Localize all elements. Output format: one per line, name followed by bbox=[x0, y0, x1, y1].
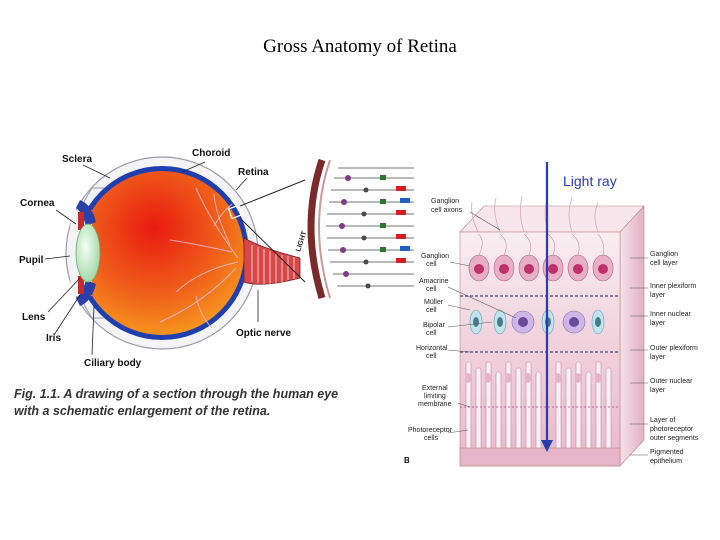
label-ciliary-body: Ciliary body bbox=[84, 358, 142, 369]
label-ganglion-axons-1: Ganglion bbox=[431, 198, 459, 205]
label-photo-outer-2: photoreceptor bbox=[650, 426, 694, 433]
label-lens: Lens bbox=[22, 312, 46, 323]
label-pigmented-2: epithelium bbox=[650, 458, 682, 465]
label-retina: Retina bbox=[238, 167, 269, 178]
ciliary-body-lower bbox=[76, 280, 96, 306]
label-bipolar-1: Bipolar bbox=[423, 322, 445, 329]
retina-section-diagram: Light ray Ganglion cell axons Ganglion c… bbox=[404, 162, 699, 467]
label-ganglion-layer-2: cell layer bbox=[650, 260, 678, 267]
label-muller-2: cell bbox=[426, 307, 437, 314]
label-cornea: Cornea bbox=[20, 198, 55, 209]
label-inner-nuc-1: Inner nuclear bbox=[650, 311, 692, 318]
block-top-face bbox=[459, 205, 645, 233]
label-optic-nerve: Optic nerve bbox=[236, 328, 291, 339]
label-external-1: External bbox=[422, 385, 448, 392]
label-horizontal-1: Horizontal bbox=[416, 345, 448, 352]
retina-inset-enlargement: LIGHT bbox=[295, 158, 414, 300]
label-photo-outer-1: Layer of bbox=[650, 417, 675, 424]
label-outer-plex-1: Outer plexiform bbox=[650, 345, 698, 352]
label-ganglion-cell-1: Ganglion bbox=[421, 253, 449, 260]
label-ganglion-cell-2: cell bbox=[426, 261, 437, 268]
label-photoreceptor-1: Photoreceptor bbox=[408, 427, 453, 434]
label-outer-nuc-1: Outer nuclear bbox=[650, 378, 693, 385]
label-external-3: membrane bbox=[418, 401, 452, 408]
label-pigmented-1: Pigmented bbox=[650, 449, 684, 456]
label-ganglion-axons-2: cell axons bbox=[431, 207, 463, 214]
block-side-face bbox=[619, 205, 645, 467]
label-amacrine-2: cell bbox=[426, 286, 437, 293]
label-outer-nuc-2: layer bbox=[650, 387, 666, 394]
label-outer-plex-2: layer bbox=[650, 354, 666, 361]
label-inner-plex-1: Inner plexiform bbox=[650, 283, 696, 290]
label-horizontal-2: cell bbox=[426, 353, 437, 360]
ciliary-body-upper bbox=[76, 200, 96, 226]
label-sclera: Sclera bbox=[62, 154, 92, 165]
pigmented-epithelium bbox=[459, 447, 621, 467]
iris-lower bbox=[78, 276, 84, 294]
label-pupil: Pupil bbox=[19, 255, 44, 266]
label-photoreceptor-2: cells bbox=[424, 435, 439, 442]
label-external-2: limiting bbox=[424, 393, 446, 400]
eye-interior bbox=[80, 171, 244, 335]
light-ray-arrowhead bbox=[541, 440, 553, 452]
figure-caption-line2: with a schematic enlargement of the reti… bbox=[14, 404, 270, 418]
light-ray-label: Light ray bbox=[563, 173, 617, 189]
eye-cross-section: Sclera Choroid Retina Cornea Pupil Lens … bbox=[14, 148, 414, 418]
inset-marker bbox=[227, 204, 243, 220]
iris-upper bbox=[78, 212, 84, 230]
retinal-vessels bbox=[159, 187, 239, 329]
optic-nerve bbox=[243, 237, 301, 285]
label-inner-nuc-2: layer bbox=[650, 320, 666, 327]
label-inner-plex-2: layer bbox=[650, 292, 666, 299]
lens bbox=[75, 223, 101, 283]
label-amacrine-1: Amacrine bbox=[419, 278, 449, 285]
inner-nuclear-row bbox=[469, 309, 605, 335]
label-choroid: Choroid bbox=[192, 148, 230, 159]
label-ganglion-layer-1: Ganglion bbox=[650, 251, 678, 258]
label-iris: Iris bbox=[46, 333, 61, 344]
figure-caption-line1: Fig. 1.1. A drawing of a section through… bbox=[14, 387, 338, 401]
page-title: Gross Anatomy of Retina bbox=[263, 36, 457, 57]
inset-light-label: LIGHT bbox=[295, 230, 308, 253]
label-photo-outer-3: outer segments bbox=[650, 435, 699, 442]
label-bipolar-2: cell bbox=[426, 330, 437, 337]
panel-letter: B bbox=[404, 456, 410, 465]
label-muller-1: Müller bbox=[424, 299, 444, 306]
